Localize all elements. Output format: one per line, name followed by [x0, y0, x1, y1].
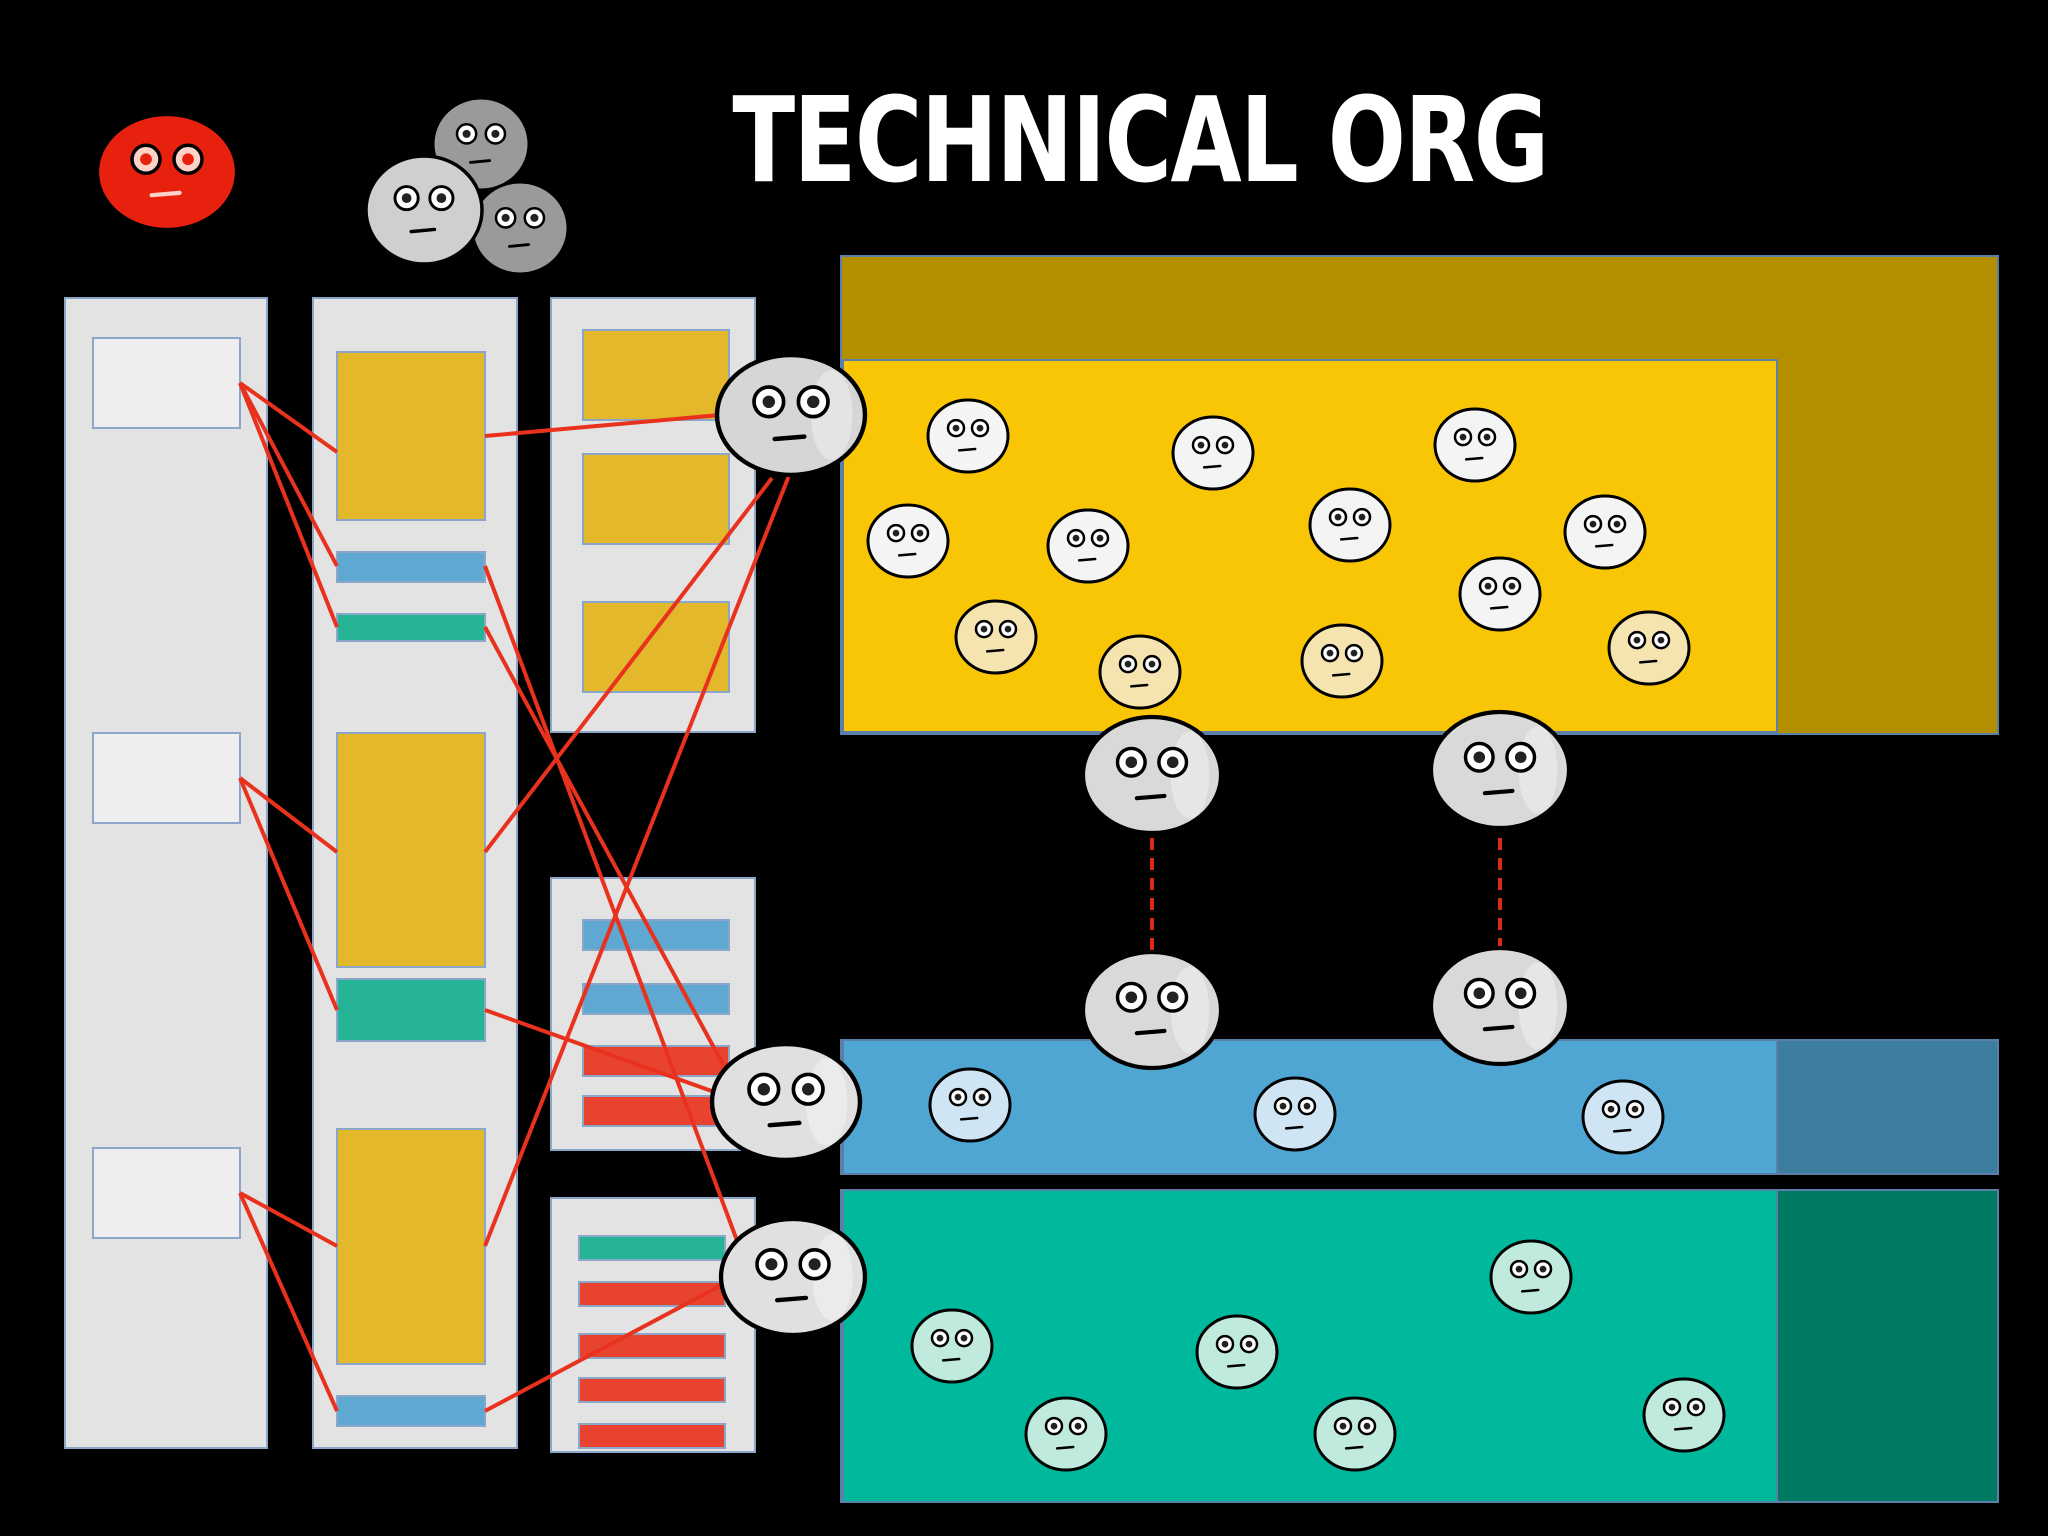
- team-lead-icon-4: [1080, 949, 1224, 1071]
- teal-team-member-icon-5: [1489, 1239, 1573, 1315]
- initiative-card-1: [92, 337, 241, 429]
- gold-team-member-icon-7: [1563, 494, 1647, 570]
- planning-columns: [64, 297, 756, 1453]
- team-lead-icon-6: [709, 1041, 863, 1163]
- team-lead-icon-3: [1428, 709, 1572, 831]
- team-bands: [840, 255, 1999, 1503]
- epic-card-5: [336, 978, 486, 1042]
- connector-line-1: [238, 381, 339, 454]
- blue-team-member-icon-1: [928, 1067, 1012, 1143]
- blue-team-member-icon-2: [1253, 1076, 1337, 1152]
- column-1: [64, 297, 268, 1449]
- connector-line-5: [238, 777, 339, 1011]
- connector-line-11: [483, 476, 774, 854]
- connector-line-10: [483, 626, 739, 1091]
- story-card-7: [582, 1095, 730, 1127]
- gold-team-member-icon-2: [1171, 415, 1255, 491]
- epic-card-3: [336, 613, 486, 642]
- teal-team-member-icon-6: [1642, 1377, 1726, 1453]
- teal-team-member-icon-1: [910, 1308, 994, 1384]
- team-lead-icon-5: [1428, 945, 1572, 1067]
- dependency-links: [1150, 838, 1502, 952]
- gold-team-member-icon-4: [866, 503, 950, 579]
- team-lead-icon-7: [718, 1216, 868, 1338]
- connector-line-12: [483, 472, 792, 1247]
- connector-line-14: [484, 1268, 751, 1413]
- connector-line-2: [238, 382, 339, 567]
- teal-team-band: [842, 1189, 1778, 1503]
- story-card-12: [578, 1423, 726, 1449]
- epic-card-7: [336, 1395, 486, 1427]
- teal-team-member-icon-2: [1024, 1396, 1108, 1472]
- teal-team-member-icon-4: [1313, 1396, 1397, 1472]
- slide-title: TECHNICAL ORG: [732, 71, 1549, 209]
- gold-team-member-icon-11: [1300, 623, 1384, 699]
- gold-team-member-icon-12: [1607, 610, 1691, 686]
- connector-line-7: [238, 1192, 339, 1412]
- gold-team-member-icon-9: [954, 599, 1038, 675]
- connector-line-8: [484, 413, 721, 438]
- gold-team-member-icon-5: [1046, 508, 1130, 584]
- team-lead-icon-2: [1080, 714, 1224, 836]
- team-lead-icon-1: [714, 352, 868, 478]
- gold-team-member-icon-3: [1433, 407, 1517, 483]
- story-card-11: [578, 1377, 726, 1403]
- initiative-card-2: [92, 732, 241, 824]
- epic-card-6: [336, 1128, 486, 1365]
- epic-card-4: [336, 732, 486, 968]
- blue-team-member-icon-3: [1581, 1079, 1665, 1155]
- connector-line-4: [238, 776, 339, 854]
- gold-team-member-icon-1: [926, 398, 1010, 474]
- gold-team-member-icon-10: [1098, 634, 1182, 710]
- story-card-3: [582, 601, 730, 693]
- initiative-card-3: [92, 1147, 241, 1239]
- connector-line-13: [484, 1008, 749, 1106]
- teal-team-member-icon-3: [1195, 1314, 1279, 1390]
- story-card-10: [578, 1333, 726, 1359]
- epic-card-1: [336, 351, 486, 521]
- connector-line-6: [239, 1191, 338, 1248]
- story-card-5: [582, 983, 730, 1015]
- gold-team-member-icon-6: [1308, 487, 1392, 563]
- story-card-8: [578, 1235, 726, 1261]
- epic-card-2: [336, 551, 486, 583]
- connector-line-3: [238, 382, 339, 628]
- grey-face-icon-3: [364, 154, 484, 266]
- story-card-2: [582, 453, 730, 545]
- red-face-icon: [94, 111, 240, 233]
- story-card-1: [582, 329, 730, 421]
- gold-team-member-icon-8: [1458, 556, 1542, 632]
- connector-lines: [238, 381, 792, 1413]
- grey-face-icon-2: [470, 180, 570, 276]
